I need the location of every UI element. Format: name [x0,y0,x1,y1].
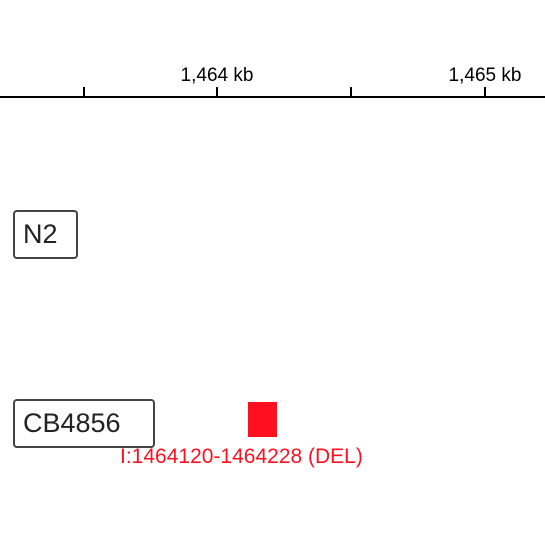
ruler-tick-label: 1,464 kb [181,65,254,86]
track-label-n2[interactable]: N2 [13,210,78,259]
track-label-cb4856[interactable]: CB4856 [13,399,155,448]
deletion-feature[interactable] [248,402,277,437]
deletion-feature-label: I:1464120-1464228 (DEL) [120,445,363,468]
ruler-tick-label: 1,465 kb [449,65,522,86]
ruler: 1,464 kb 1,465 kb [0,65,545,98]
